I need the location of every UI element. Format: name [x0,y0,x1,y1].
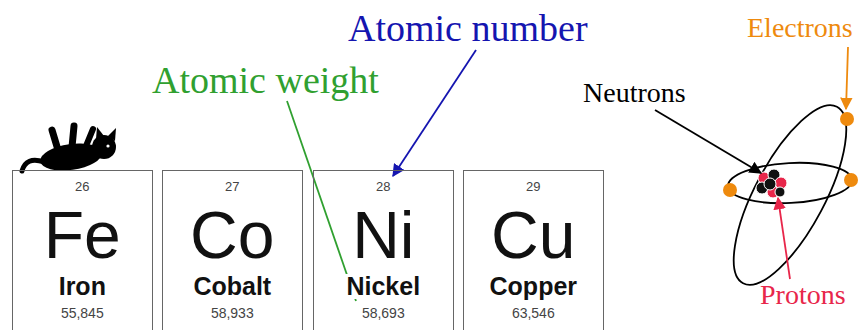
cat-ear [108,128,116,141]
cat-leg [52,130,58,150]
element-symbol: Co [188,202,276,268]
element-name: Copper [488,274,580,299]
element-name: Iron [57,274,108,299]
element-name: Cobalt [191,274,273,299]
element-box: 26FeIron 55,845 [12,170,153,330]
callout-label: Atomic number [348,9,588,47]
element-name: Nickel [344,274,422,299]
cat-leg [86,129,93,146]
leader-line [655,110,761,173]
atom-illustration [712,90,861,299]
cat-ear [96,127,104,139]
callout-label: Electrons [747,14,853,42]
atomic-number: 29 [524,180,542,193]
electron-orbit [712,90,861,299]
atomic-number: 28 [374,180,392,193]
callout-label: Neutrons [583,79,686,107]
callout-label: Protons [760,281,846,309]
electron-dot [844,173,858,187]
cat-silhouette [22,126,116,174]
element-box: 27CoCobalt 58,933 [162,170,303,330]
callout-label: Atomic weight [152,61,379,99]
cat-eye [106,144,109,147]
element-box: 29CuCopper 63,546 [463,170,604,330]
atomic-number: 26 [73,180,91,193]
element-symbol: Fe [42,202,123,268]
atomic-weight: 55,845 [59,306,106,320]
leader-line [846,47,848,109]
leader-line [393,50,476,176]
element-symbol: Cu [489,202,577,268]
electron-dot [840,112,854,126]
atomic-weight: 63,546 [510,306,557,320]
atomic-number: 27 [223,180,241,193]
element-symbol: Ni [350,202,416,268]
atomic-weight: 58,693 [360,306,407,320]
electron-dot [723,183,737,197]
cat-leg [72,126,74,147]
leader-line [778,198,790,279]
atomic-weight: 58,933 [209,306,256,320]
element-box: 28NiNickel 58,693 [313,170,454,330]
neutron-ball [775,187,785,197]
leader-line [287,101,356,301]
neutron-ball [764,178,776,190]
